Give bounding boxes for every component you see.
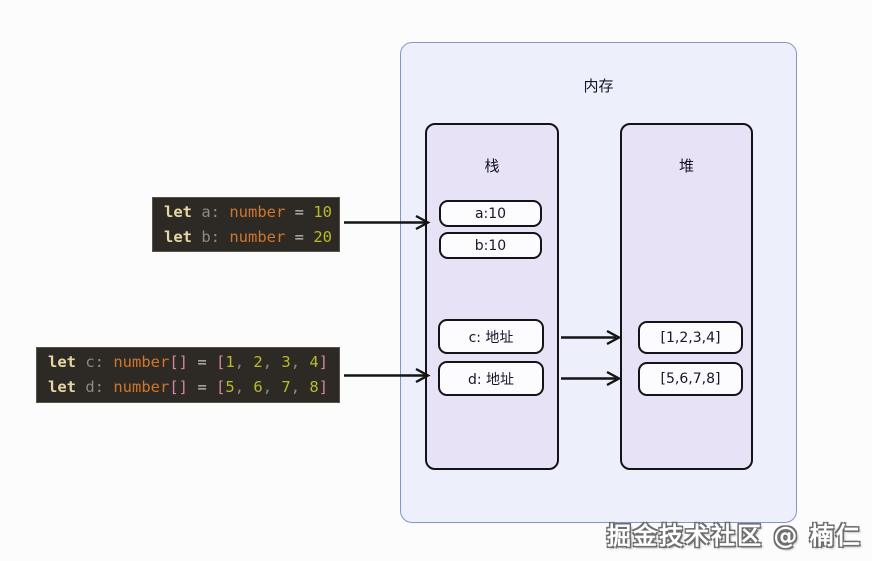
code-token-operator: =	[188, 378, 216, 396]
code-token-number: 2	[253, 353, 263, 371]
code-token-keyword: let	[48, 378, 76, 396]
stack-region: 栈 a:10 b:10 c: 地址 d: 地址	[425, 123, 559, 470]
arrow-d-to-heap-icon	[561, 370, 621, 387]
code-line: let c: number[] = [1, 2, 3, 4]	[48, 350, 339, 375]
code-token-number: 6	[253, 378, 263, 396]
code-token-type: number	[113, 353, 170, 371]
code-token-punct: ,	[290, 378, 310, 396]
heap-label: 堆	[678, 157, 694, 175]
code-token-number: 1	[225, 353, 235, 371]
code-token-bracket: [	[216, 353, 226, 371]
arrow-code1-to-stack-icon	[344, 214, 431, 231]
stack-slot-b: b:10	[439, 232, 542, 259]
code-token-number: 8	[309, 378, 319, 396]
heap-slot-array1: [1,2,3,4]	[638, 321, 743, 354]
arrow-c-to-heap-icon	[561, 329, 621, 346]
code-token-bracket: ]	[318, 378, 329, 396]
stack-label: 栈	[484, 157, 500, 175]
code-token-type: number	[113, 378, 170, 396]
code-token-variable: a:	[192, 203, 230, 221]
code-token-bracket: ]	[318, 353, 329, 371]
code-token-variable: b:	[192, 228, 230, 246]
code-token-number: 7	[281, 378, 291, 396]
heap-slot-array2: [5,6,7,8]	[638, 362, 743, 396]
code-line: let a: number = 10	[164, 200, 339, 225]
code-block-arrays: let c: number[] = [1, 2, 3, 4]let d: num…	[36, 347, 340, 403]
code-line: let d: number[] = [5, 6, 7, 8]	[48, 375, 339, 400]
code-token-number: 5	[225, 378, 235, 396]
code-token-punct: ,	[234, 378, 254, 396]
code-token-punct: ,	[262, 353, 282, 371]
code-token-number: 20	[313, 228, 332, 246]
code-token-number: 10	[313, 203, 332, 221]
code-token-keyword: let	[164, 203, 192, 221]
code-token-punct: ,	[234, 353, 254, 371]
code-token-type: number	[229, 203, 286, 221]
stack-slot-a: a:10	[439, 200, 542, 227]
memory-label: 内存	[583, 77, 614, 95]
arrow-code2-to-stack-icon	[344, 367, 431, 384]
code-token-operator: =	[188, 353, 216, 371]
code-token-punct: ,	[262, 378, 282, 396]
code-token-punct: ,	[290, 353, 310, 371]
watermark: 掘金技术社区 @ 楠仁	[607, 522, 862, 550]
code-token-bracket: []	[169, 353, 188, 371]
code-token-number: 3	[281, 353, 291, 371]
code-token-variable: c:	[76, 353, 114, 371]
code-token-operator: =	[285, 203, 314, 221]
code-token-keyword: let	[48, 353, 76, 371]
code-token-variable: d:	[76, 378, 114, 396]
code-token-operator: =	[285, 228, 314, 246]
stack-slot-d: d: 地址	[438, 361, 544, 396]
code-token-bracket: [	[216, 378, 226, 396]
code-line: let b: number = 20	[164, 225, 339, 250]
code-token-number: 4	[309, 353, 319, 371]
heap-region: 堆 [1,2,3,4] [5,6,7,8]	[620, 123, 753, 470]
code-token-keyword: let	[164, 228, 192, 246]
stack-slot-c: c: 地址	[438, 319, 544, 354]
code-token-type: number	[229, 228, 286, 246]
code-token-bracket: []	[169, 378, 188, 396]
